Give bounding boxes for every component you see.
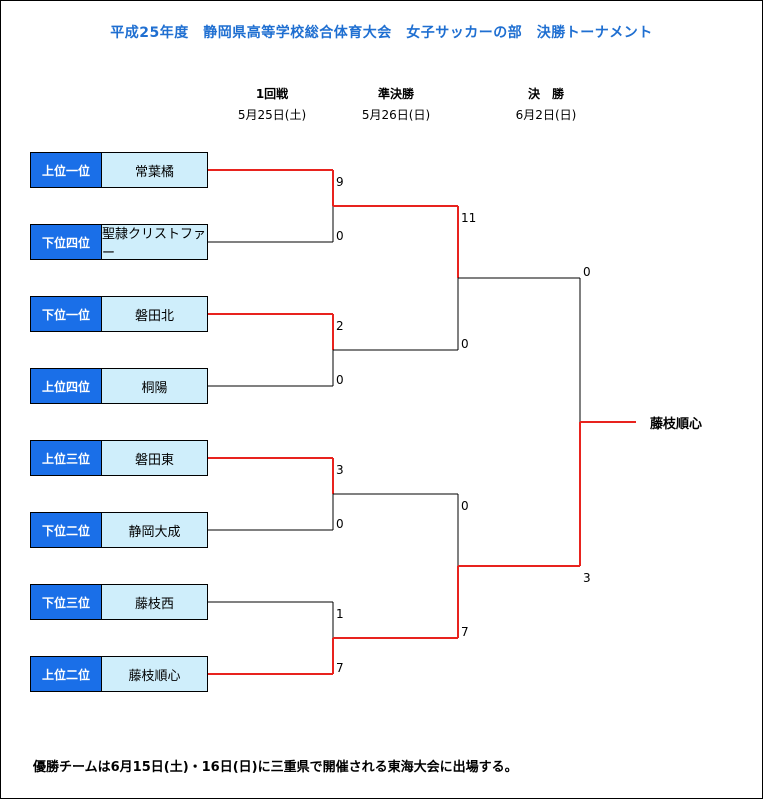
- score-r1: 3: [336, 463, 344, 477]
- score-semifinal: 11: [461, 211, 477, 225]
- round-name: 決 勝: [527, 87, 564, 101]
- seed-label: 下位一位: [31, 297, 102, 331]
- team-row: 下位一位 磐田北: [30, 296, 208, 332]
- team-name: 桐陽: [102, 369, 207, 403]
- score-final: 0: [583, 265, 591, 279]
- round-name: 準決勝: [377, 87, 414, 101]
- score-final: 3: [583, 571, 591, 585]
- score-r1: 0: [336, 229, 344, 243]
- champion-name: 藤枝順心: [650, 417, 703, 432]
- team-name: 聖隷クリストファー: [102, 225, 207, 261]
- team-name: 磐田東: [102, 441, 207, 475]
- seed-label: 上位四位: [31, 369, 102, 403]
- seed-label: 下位三位: [31, 585, 102, 619]
- team-name: 磐田北: [102, 297, 207, 331]
- team-row: 下位二位 静岡大成: [30, 512, 208, 548]
- round-date: 6月2日(日): [515, 108, 577, 122]
- seed-label: 下位二位: [31, 513, 102, 547]
- round-date: 5月25日(土): [237, 108, 307, 122]
- team-name: 藤枝順心: [102, 657, 207, 691]
- score-r1: 1: [336, 607, 344, 621]
- seed-label: 上位一位: [31, 153, 102, 187]
- page-title: 平成25年度 静岡県高等学校総合体育大会 女子サッカーの部 決勝トーナメント: [110, 25, 653, 41]
- team-row: 上位三位 磐田東: [30, 440, 208, 476]
- team-name: 静岡大成: [102, 513, 207, 547]
- team-row: 上位二位 藤枝順心: [30, 656, 208, 692]
- team-name: 常葉橘: [102, 153, 207, 187]
- seed-label: 上位二位: [31, 657, 102, 691]
- score-r1: 0: [336, 373, 344, 387]
- footnote: 優勝チームは6月15日(土)・16日(日)に三重県で開催される東海大会に出場する…: [33, 760, 518, 775]
- score-r1: 0: [336, 517, 344, 531]
- team-row: 上位一位 常葉橘: [30, 152, 208, 188]
- team-row: 下位三位 藤枝西: [30, 584, 208, 620]
- round-header-semifinal: 準決勝 5月26日(日): [336, 85, 456, 123]
- score-r1: 7: [336, 661, 344, 675]
- round-header-first: 1回戦 5月25日(土): [212, 85, 332, 123]
- score-r1: 9: [336, 175, 344, 189]
- score-semifinal: 0: [461, 337, 469, 351]
- score-r1: 2: [336, 319, 344, 333]
- score-semifinal: 0: [461, 499, 469, 513]
- team-row: 上位四位 桐陽: [30, 368, 208, 404]
- round-date: 5月26日(日): [361, 108, 431, 122]
- seed-label: 上位三位: [31, 441, 102, 475]
- round-header-final: 決 勝 6月2日(日): [486, 85, 606, 123]
- score-semifinal: 7: [461, 625, 469, 639]
- team-name: 藤枝西: [102, 585, 207, 619]
- seed-label: 下位四位: [31, 225, 102, 259]
- round-name: 1回戦: [255, 87, 289, 101]
- team-row: 下位四位 聖隷クリストファー: [30, 224, 208, 261]
